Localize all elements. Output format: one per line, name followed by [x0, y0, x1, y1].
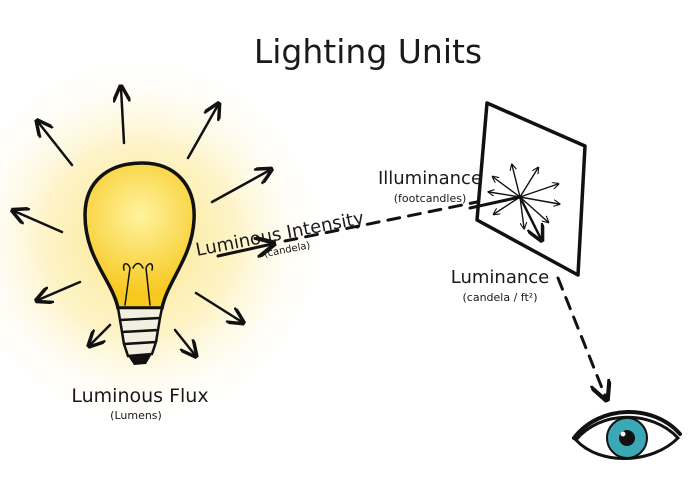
ray-arrow: [173, 328, 195, 355]
ray-arrow: [38, 280, 82, 300]
ray-arrow: [194, 291, 242, 322]
diagram-title: Lighting Units: [254, 32, 482, 71]
luminance-unit: (candela / ft²): [463, 291, 538, 304]
ray-arrow: [38, 122, 74, 167]
ray-arrow: [90, 323, 112, 345]
eye-icon: [572, 410, 682, 460]
luminous-flux-unit: (Lumens): [110, 409, 162, 422]
intensity-dashed-line: [283, 199, 484, 243]
luminance-dashed-arrow: [556, 276, 606, 398]
illuminance-unit: (footcandles): [394, 192, 467, 205]
ray-arrow: [186, 105, 218, 160]
incident-ray: [468, 195, 522, 210]
illuminance-label: Illuminance: [378, 168, 482, 189]
luminous-flux-label: Luminous Flux: [71, 385, 208, 407]
ray-arrow: [121, 88, 124, 145]
light-ray-arrows: [14, 88, 270, 355]
intensity-arrow: [216, 244, 272, 256]
ray-arrow: [210, 170, 270, 204]
luminance-label: Luminance: [451, 267, 549, 288]
light-bulb-icon: [83, 161, 196, 365]
ray-arrow: [14, 211, 64, 234]
surface-panel: [475, 101, 587, 277]
reflection-starburst-icon: [489, 165, 559, 239]
